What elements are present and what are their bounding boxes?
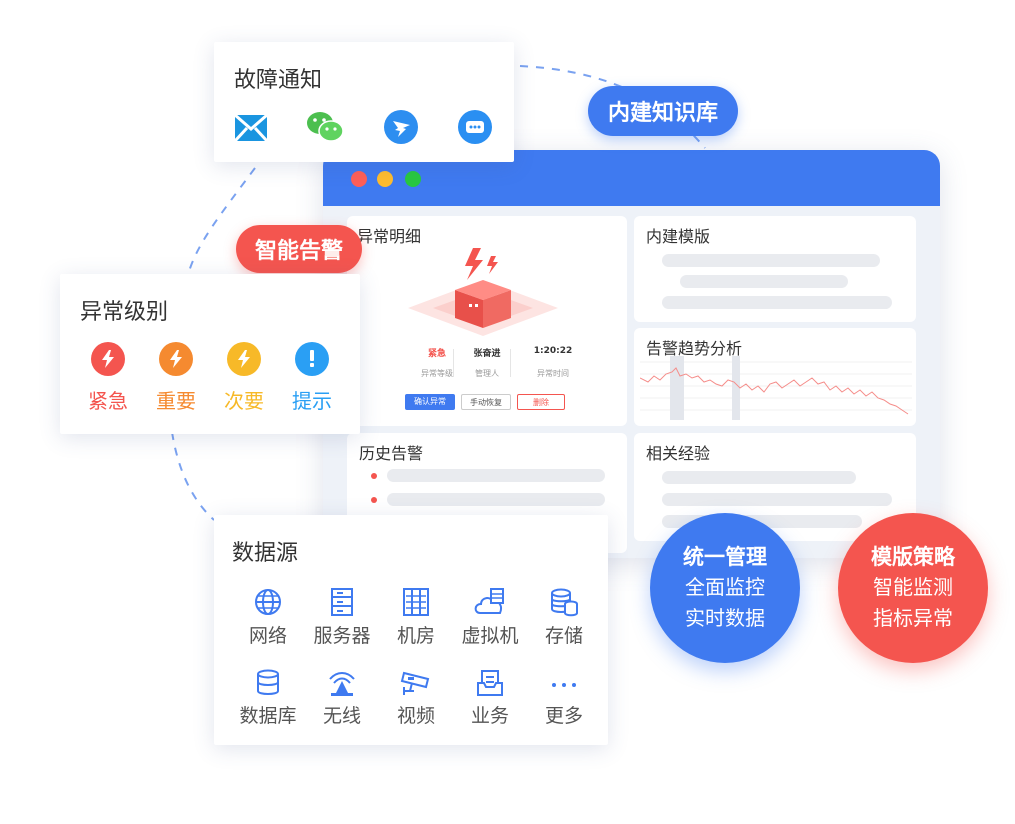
- source-server[interactable]: 服务器: [305, 585, 379, 648]
- source-database[interactable]: 数据库: [231, 665, 305, 728]
- trend-chart: [640, 356, 912, 420]
- source-more[interactable]: 更多: [527, 665, 601, 728]
- manual-recover-button[interactable]: 手动恢复: [461, 394, 511, 410]
- time-label: 异常时间: [537, 369, 569, 378]
- minimize-dot[interactable]: [377, 171, 393, 187]
- placeholder-line: [662, 254, 880, 267]
- alarm-box-icon: [408, 248, 558, 336]
- wechat-icon[interactable]: [306, 110, 344, 144]
- level-value: 紧急: [427, 349, 446, 359]
- divider: [510, 349, 511, 377]
- badge-line: 智能监测: [873, 575, 953, 599]
- placeholder-line: [387, 469, 605, 482]
- source-video[interactable]: 视频: [379, 665, 453, 728]
- panel-title: 内建模版: [646, 227, 711, 246]
- panel-title: 告警趋势分析: [646, 339, 743, 358]
- cloud-server-icon: [474, 588, 504, 614]
- badge-line: 实时数据: [685, 606, 765, 630]
- placeholder-line: [662, 471, 856, 484]
- smart-alert-tag: 智能告警: [236, 225, 362, 273]
- bolt-icon: [159, 342, 193, 376]
- dashboard-window: 异常明细 紧急 异常等级 张奋进 管理人 1:20:22: [323, 150, 940, 558]
- panel-title: 异常明细: [357, 227, 422, 246]
- more-icon: [552, 683, 576, 687]
- server-icon: [331, 588, 353, 616]
- badge-title: 统一管理: [683, 545, 767, 569]
- bullet-dot: [371, 497, 377, 503]
- placeholder-line: [662, 296, 892, 309]
- source-business[interactable]: 业务: [453, 665, 527, 728]
- level-label: 异常等级: [421, 369, 453, 378]
- level-label: 紧急: [88, 389, 128, 413]
- maximize-dot[interactable]: [405, 171, 421, 187]
- exclamation-icon: [295, 342, 329, 376]
- source-server-room[interactable]: 机房: [379, 585, 453, 648]
- source-storage[interactable]: 存储: [527, 585, 601, 648]
- panel-title: 历史告警: [359, 444, 424, 463]
- badge-line: 指标异常: [873, 606, 953, 630]
- panel-title: 相关经验: [646, 444, 711, 463]
- wireless-icon: [329, 672, 355, 696]
- card-title: 故障通知: [234, 68, 323, 93]
- alert-trend-panel: 告警趋势分析: [634, 328, 916, 426]
- source-label: 网络: [248, 625, 287, 647]
- badge-title: 模版策略: [871, 545, 955, 569]
- source-label: 机房: [396, 625, 435, 647]
- builtin-template-panel: 内建模版: [634, 216, 916, 322]
- manager-label: 管理人: [475, 369, 499, 378]
- level-label: 提示: [292, 389, 332, 413]
- level-important[interactable]: 重要: [146, 342, 206, 414]
- source-network[interactable]: 网络: [231, 585, 305, 648]
- divider: [453, 349, 454, 377]
- level-urgent[interactable]: 紧急: [78, 342, 138, 414]
- source-label: 服务器: [313, 625, 371, 647]
- card-title: 异常级别: [80, 300, 169, 325]
- knowledge-base-tag: 内建知识库: [588, 86, 738, 136]
- bolt-icon: [227, 342, 261, 376]
- database-icon: [257, 669, 279, 695]
- fault-notification-card: 故障通知: [214, 42, 514, 162]
- dingtalk-icon[interactable]: [384, 110, 418, 144]
- placeholder-line: [387, 493, 605, 506]
- business-icon: [477, 670, 503, 696]
- source-label: 视频: [396, 705, 435, 727]
- related-experience-panel: 相关经验: [634, 433, 916, 541]
- template-strategy-badge: 模版策略 智能监测 指标异常: [838, 513, 988, 663]
- close-dot[interactable]: [351, 171, 367, 187]
- level-hint[interactable]: 提示: [282, 342, 342, 414]
- exception-level-card: 异常级别 紧急 重要 次要 提示: [60, 274, 360, 434]
- confirm-exception-button[interactable]: 确认异常: [405, 394, 455, 410]
- placeholder-line: [680, 275, 848, 288]
- time-value: 1:20:22: [533, 346, 573, 356]
- source-vm[interactable]: 虚拟机: [453, 585, 527, 648]
- bolt-icon: [91, 342, 125, 376]
- level-label: 次要: [224, 389, 264, 413]
- camera-icon: [400, 671, 430, 695]
- chat-bubble-icon[interactable]: [458, 110, 492, 144]
- level-minor[interactable]: 次要: [214, 342, 274, 414]
- card-title: 数据源: [232, 541, 299, 566]
- badge-line: 全面监控: [685, 575, 765, 599]
- placeholder-line: [662, 493, 892, 506]
- source-label: 虚拟机: [461, 625, 519, 647]
- source-label: 数据库: [239, 705, 297, 727]
- level-label: 重要: [156, 389, 196, 413]
- manager-value: 张奋进: [473, 349, 501, 359]
- bullet-dot: [371, 473, 377, 479]
- globe-icon: [255, 589, 281, 615]
- storage-icon: [551, 588, 578, 617]
- source-label: 业务: [470, 705, 509, 727]
- unified-management-badge: 统一管理 全面监控 实时数据: [650, 513, 800, 663]
- source-label: 无线: [322, 705, 361, 727]
- server-rack-icon: [403, 588, 429, 616]
- mail-icon[interactable]: [234, 114, 268, 142]
- source-wireless[interactable]: 无线: [305, 665, 379, 728]
- exception-detail-panel: 异常明细 紧急 异常等级 张奋进 管理人 1:20:22: [347, 216, 627, 426]
- data-source-card: 数据源 网络 服务器: [214, 515, 608, 745]
- source-label: 存储: [544, 625, 583, 647]
- delete-button[interactable]: 删除: [517, 394, 565, 410]
- source-label: 更多: [544, 705, 583, 727]
